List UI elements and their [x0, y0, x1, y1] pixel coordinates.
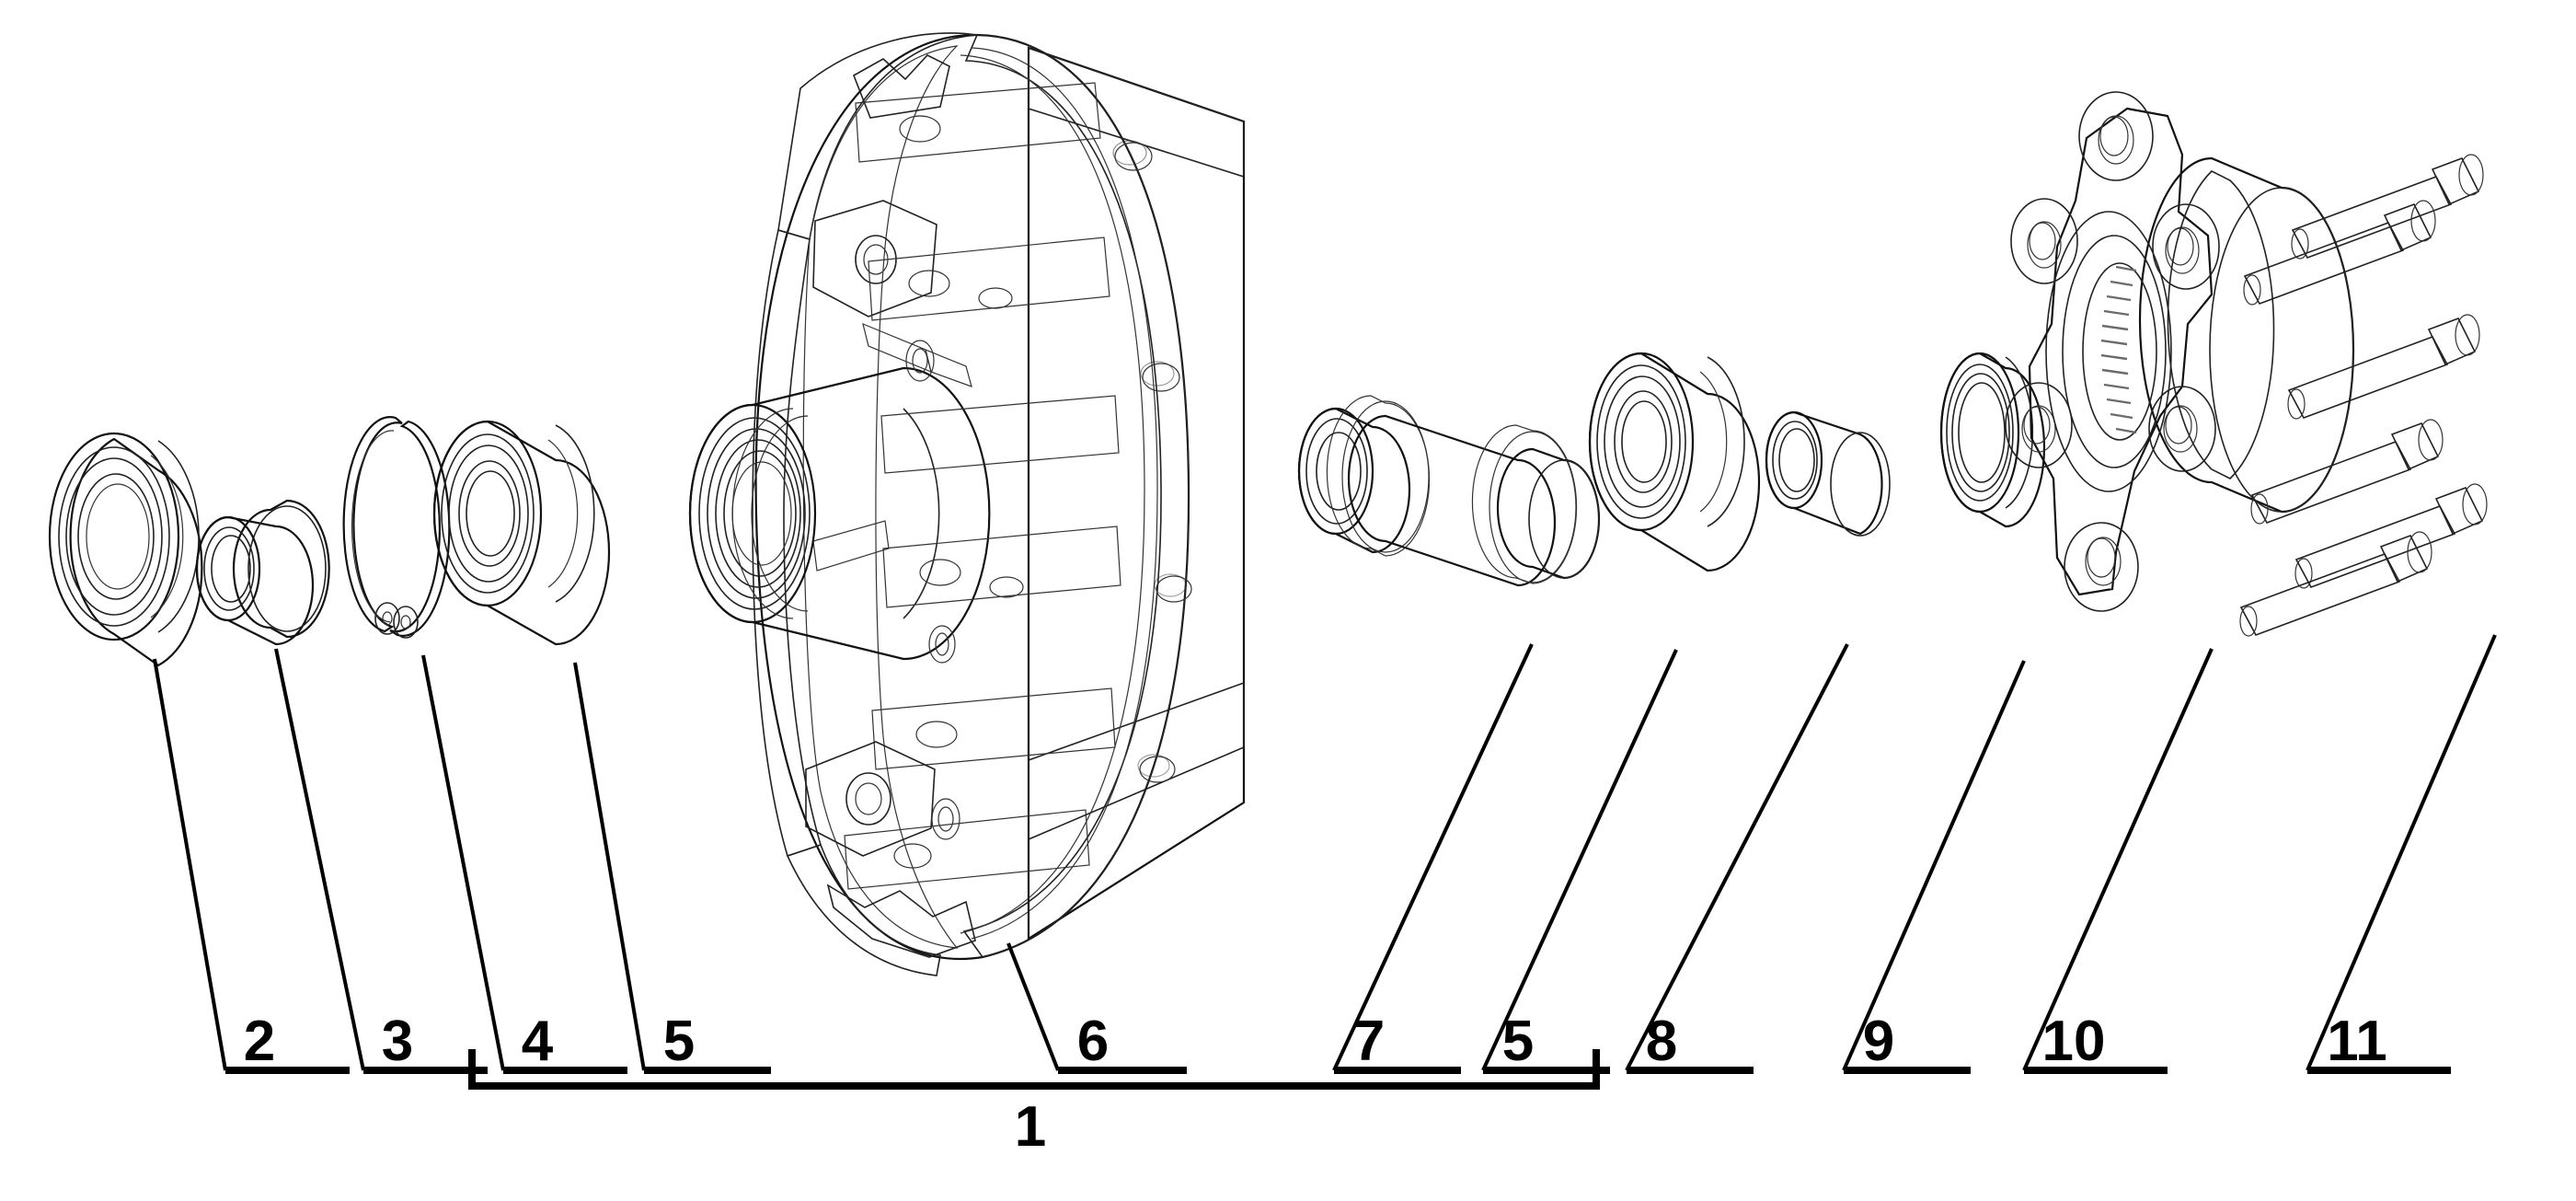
callout-bearing-spacer-sleeve: 8	[1625, 643, 1849, 1074]
callout-hub-seal-ring: 9	[1842, 660, 2026, 1074]
housing-lower-bosses	[805, 340, 960, 857]
callout-ball-bearing-outer: 5	[1481, 649, 1678, 1074]
wheel-stud	[2291, 154, 2484, 260]
part-hub-seal-ring	[1939, 352, 2046, 528]
part-wheel-studs	[2239, 154, 2488, 637]
callout-number: 11	[2327, 1010, 2387, 1073]
wheel-stud	[2243, 200, 2436, 306]
leader-line	[153, 658, 227, 1071]
callout-number: 7	[1353, 1010, 1385, 1073]
callout-bearing-carrier-housing: 6	[1006, 942, 1187, 1074]
wheel-stud	[2287, 314, 2480, 420]
part-ball-bearing-inner	[432, 420, 611, 646]
wheel-stud	[2294, 483, 2488, 589]
leader-line	[1332, 643, 1534, 1071]
callout-number: 5	[1502, 1010, 1534, 1073]
callout-number: 10	[2042, 1010, 2106, 1073]
leader-line	[1842, 660, 2026, 1071]
housing-rib-bands	[844, 82, 1121, 890]
part-oil-seal-ring	[48, 432, 203, 667]
callout-number: 4	[522, 1010, 554, 1073]
callout-complete-carrier-assembly: 1	[468, 1049, 1600, 1159]
callout-number: 6	[1077, 1010, 1109, 1073]
part-ball-bearing-outer	[1588, 352, 1761, 572]
callout-number: 5	[663, 1010, 695, 1073]
hub-flange-lobes	[2005, 91, 2220, 612]
callout-number: 2	[244, 1010, 275, 1073]
callout-wheel-hub-flange: 10	[2022, 648, 2214, 1074]
callout-number: 3	[382, 1010, 413, 1073]
part-inner-spacer-bushing	[195, 499, 330, 646]
housing-rear-bolt-holes	[1112, 140, 1192, 783]
wheel-stud	[2239, 531, 2432, 637]
hub-spline-teeth	[2100, 265, 2137, 434]
housing-center-bore	[688, 366, 991, 661]
callout-wheel-stud-bolt: 11	[2306, 634, 2497, 1074]
leader-line	[1625, 643, 1849, 1071]
part-bearing-spacer-sleeve	[1765, 410, 1891, 537]
leader-line	[2022, 648, 2214, 1071]
leader-line	[2306, 634, 2497, 1071]
leader-line	[1481, 649, 1678, 1071]
callout-layer: 1 2 3 4 5 6 7 5 8 9 10 11	[153, 634, 2497, 1159]
callout-number: 1	[1015, 1095, 1046, 1159]
part-bearing-carrier-housing	[688, 32, 1246, 976]
leader-line	[573, 662, 646, 1071]
callout-sleeve-with-o-rings: 7	[1332, 643, 1534, 1074]
wheel-stud	[2250, 419, 2444, 525]
callout-number: 8	[1646, 1010, 1677, 1073]
part-wheel-hub-flange	[2005, 91, 2355, 612]
leader-line	[1006, 942, 1060, 1071]
callout-ball-bearing-inner: 5	[573, 662, 771, 1074]
callout-oil-seal-ring: 2	[153, 658, 350, 1074]
part-retaining-snap-ring	[342, 416, 451, 639]
part-sleeve-with-o-rings	[1297, 395, 1601, 587]
callout-number: 9	[1863, 1010, 1894, 1073]
leader-line	[421, 654, 505, 1071]
callout-inner-spacer-bushing: 3	[274, 648, 488, 1074]
callout-retaining-snap-ring: 4	[421, 654, 627, 1074]
leader-line	[274, 648, 365, 1071]
